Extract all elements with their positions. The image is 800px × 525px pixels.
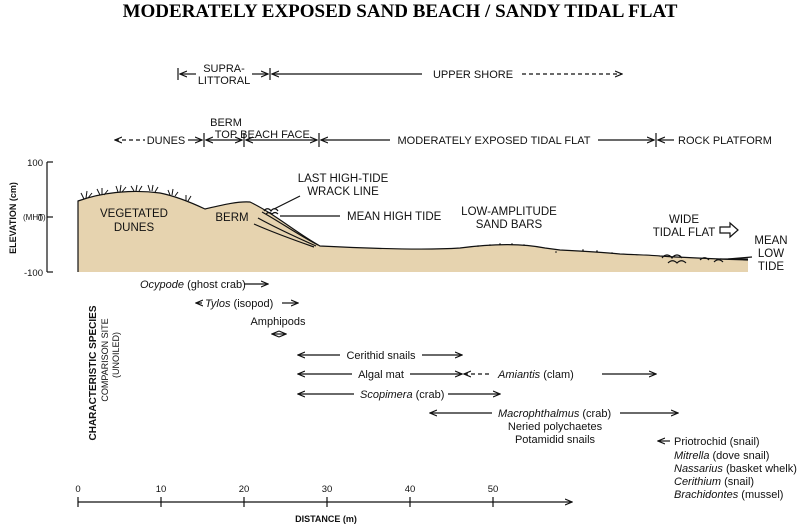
dist-tick-30: 30 <box>322 484 333 495</box>
sand-bars-label-1: LOW-AMPLITUDE <box>461 206 557 218</box>
dunes-zone-label: DUNES <box>147 135 186 147</box>
upper-shore-label: UPPER SHORE <box>433 69 513 81</box>
nassarius-label: Nassarius (basket whelk) <box>674 463 797 475</box>
priotrochid-label: Priotrochid (snail) <box>674 436 760 448</box>
profile-labels: VEGETATED DUNES BERM LAST HIGH-TIDE WRAC… <box>100 173 788 273</box>
rock-rubble <box>661 254 724 264</box>
tylos-label: Tylos (isopod) <box>205 298 273 310</box>
beach-face-label: BEACH FACE <box>240 129 310 141</box>
mean-low-tide-label-1: MEAN <box>754 235 787 247</box>
cerithium-label: Cerithium (snail) <box>674 476 754 488</box>
species-heading: CHARACTERISTIC SPECIES COMPARISON SITE (… <box>88 305 121 440</box>
distance-axis-title: DISTANCE (m) <box>295 514 357 524</box>
mean-low-tide-label-3: TIDE <box>758 261 785 273</box>
mean-low-tide-label-2: LOW <box>758 248 784 260</box>
vegetated-dunes-label-1: VEGETATED <box>100 208 168 220</box>
elev-tick-100: 100 <box>27 158 43 169</box>
top-zone-bar: SUPRA- LITTORAL UPPER SHORE <box>177 63 622 87</box>
species-heading-2: COMPARISON SITE <box>100 318 110 401</box>
scopimera-label: Scopimera (crab) <box>360 389 444 401</box>
dist-tick-0: 0 <box>75 484 80 495</box>
berm-label: BERM <box>215 212 248 224</box>
elevation-axis: ELEVATION (cm) 100 0 -100 (MHT) <box>8 158 53 279</box>
species-heading-1: CHARACTERISTIC SPECIES <box>88 305 99 440</box>
wide-flat-label-1: WIDE <box>669 214 699 226</box>
wrack-line-label-2: WRACK LINE <box>307 186 379 198</box>
dune-vegetation <box>80 184 192 202</box>
mht-label: (MHT) <box>23 213 46 222</box>
ocypode-label: Ocypode (ghost crab) <box>140 279 246 291</box>
vegetated-dunes-label-2: DUNES <box>114 222 155 234</box>
neried-label: Neried polychaetes <box>508 421 603 433</box>
tidal-flat-zone-label: MODERATELY EXPOSED TIDAL FLAT <box>398 135 591 147</box>
diagram-title: MODERATELY EXPOSED SAND BEACH / SANDY TI… <box>123 1 678 22</box>
species-heading-3: (UNOILED) <box>111 332 121 378</box>
mitrella-label: Mitrella (dove snail) <box>674 450 769 462</box>
profile-outline <box>77 190 749 272</box>
amiantis-label: Amiantis (clam) <box>497 369 574 381</box>
berm-top-label-1: BERM <box>210 117 242 129</box>
elev-tick-0: 0 <box>38 213 43 224</box>
supralittoral-label-1: SUPRA- <box>203 63 245 75</box>
cerithid-label: Cerithid snails <box>346 350 416 362</box>
dist-tick-10: 10 <box>156 484 167 495</box>
elev-tick-minus100: -100 <box>24 268 43 279</box>
species-ranges: Ocypode (ghost crab) Tylos (isopod) Amph… <box>140 279 797 501</box>
macrophthalmus-label: Macrophthalmus (crab) <box>498 408 611 420</box>
supralittoral-label-2: LITTORAL <box>198 75 250 87</box>
distance-axis: 0 10 20 30 40 50 DISTANCE (m) <box>75 484 572 524</box>
amphipods-label: Amphipods <box>250 316 306 328</box>
dist-tick-50: 50 <box>488 484 499 495</box>
beach-profile <box>77 184 753 272</box>
sand-profile <box>78 191 748 272</box>
berm-top-label-2: TOP <box>215 129 237 141</box>
mid-zone-bar: DUNES BERM TOP BEACH FACE MODERATELY EXP… <box>115 117 772 147</box>
wrack-debris <box>263 208 279 215</box>
brachidontes-label: Brachidontes (mussel) <box>674 489 783 501</box>
rock-platform-label: ROCK PLATFORM <box>678 135 772 147</box>
algal-mat-label: Algal mat <box>358 369 404 381</box>
wide-flat-arrow <box>719 221 739 239</box>
sandbar-stipple <box>477 243 613 254</box>
sand-bars-label-2: SAND BARS <box>476 219 543 231</box>
potamidid-label: Potamidid snails <box>515 434 596 446</box>
mean-high-tide-label: MEAN HIGH TIDE <box>347 211 442 223</box>
wrack-line-label-1: LAST HIGH-TIDE <box>298 173 389 185</box>
elevation-axis-title: ELEVATION (cm) <box>8 182 18 254</box>
wide-flat-label-2: TIDAL FLAT <box>653 227 716 239</box>
dist-tick-40: 40 <box>405 484 416 495</box>
dist-tick-20: 20 <box>239 484 250 495</box>
